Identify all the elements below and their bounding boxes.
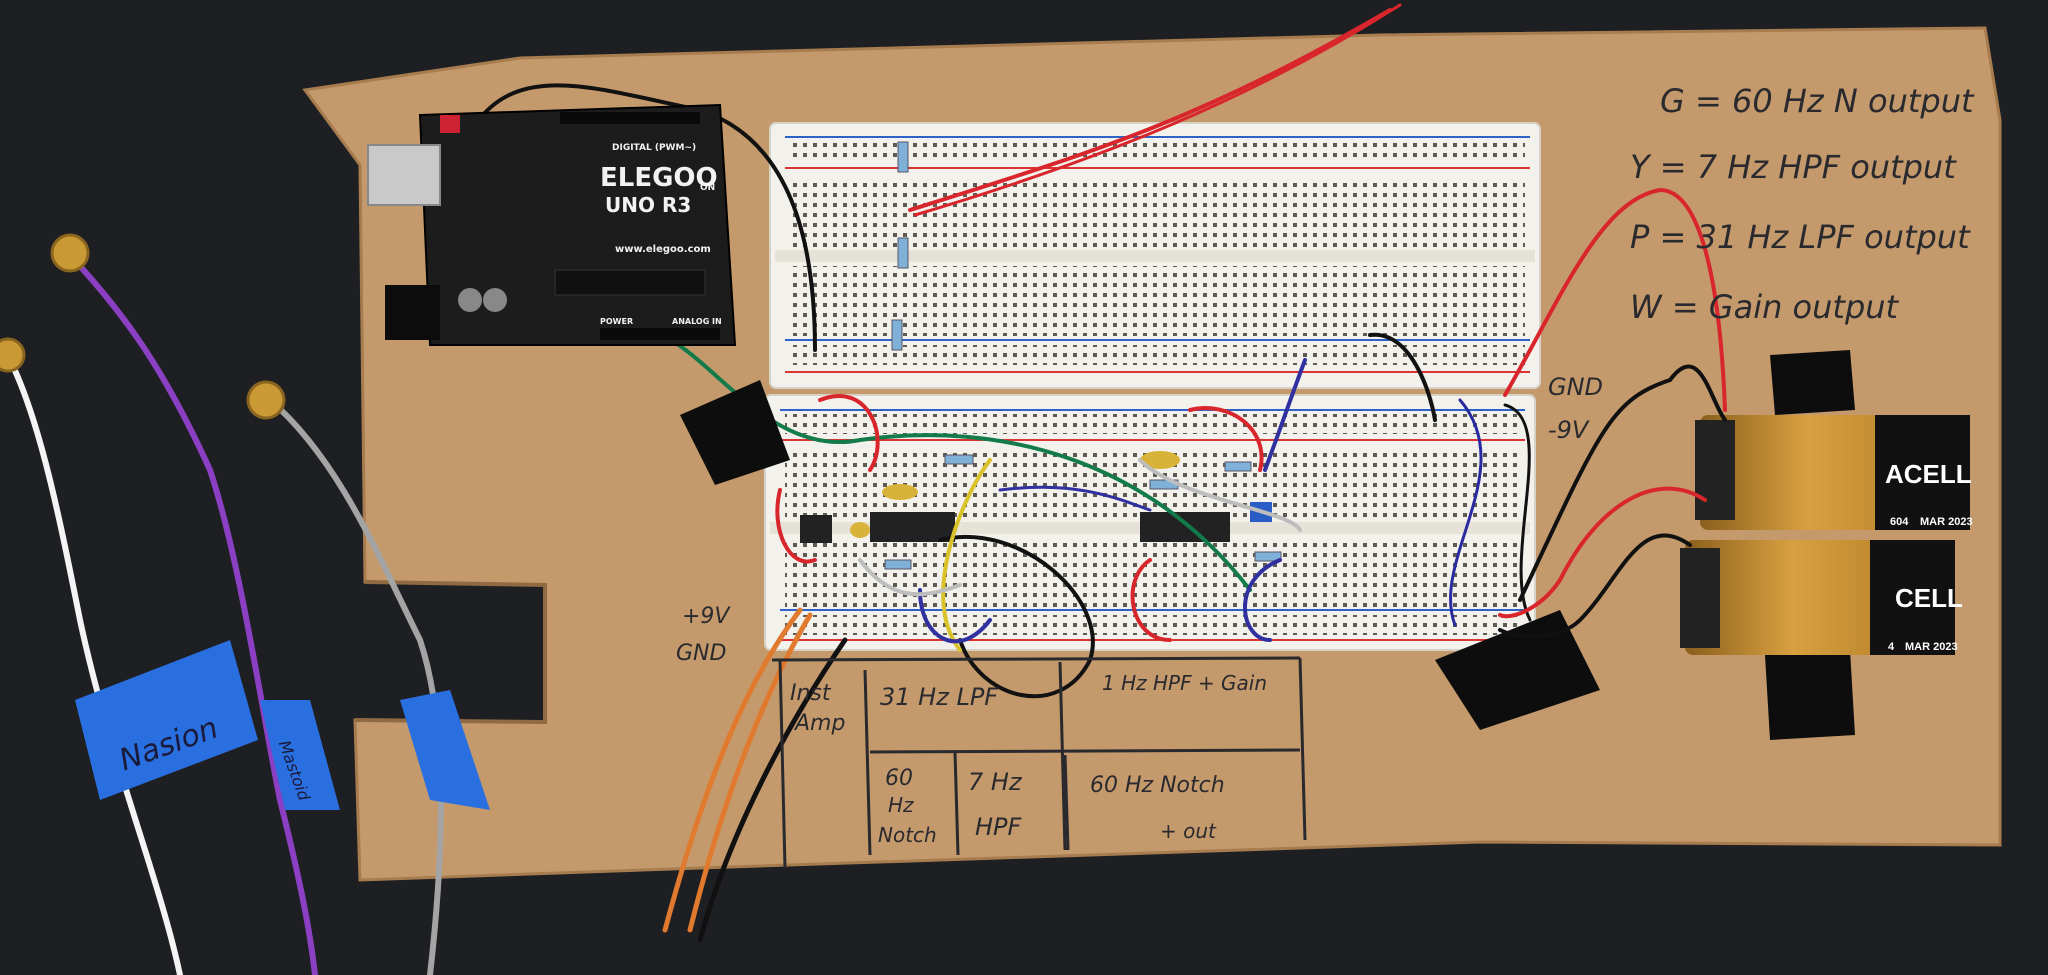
ic-chip-2 — [1140, 512, 1230, 542]
tape-mastoid: Mastoid — [260, 700, 340, 810]
arduino-header-analog: ANALOG IN — [672, 317, 722, 326]
table-inst-amp-2: Amp — [793, 711, 845, 736]
label-minus-9v: -9V — [1548, 416, 1590, 444]
table-hpf7-2: HPF — [975, 813, 1023, 841]
dc-power-jack — [385, 285, 440, 340]
black-tape-battery-top — [1770, 350, 1855, 415]
label-gnd-top: GND — [1548, 373, 1603, 401]
reset-button — [440, 115, 460, 133]
electrode-disc-2 — [50, 233, 90, 273]
capacitor-yellow-1 — [882, 484, 918, 500]
capacitor-yellow-3 — [850, 522, 870, 538]
table-notch-out-2: + out — [1160, 819, 1217, 843]
breadboard-top — [769, 122, 1541, 389]
table-notch60-1: 60 — [885, 766, 913, 791]
arduino-header-power: POWER — [600, 317, 633, 326]
arduino-url: www.elegoo.com — [615, 244, 711, 255]
usb-port — [367, 144, 441, 206]
table-notch60-3: Notch — [878, 823, 937, 847]
label-plus-9v: +9V — [682, 604, 731, 629]
electrode-disc-1 — [0, 337, 26, 373]
arduino-brand: ELEGOO — [600, 163, 718, 193]
legend-notes: G = 60 Hz N output Y = 7 Hz HPF output P… — [1630, 82, 1975, 326]
capacitor-yellow-2 — [1140, 451, 1180, 469]
battery-top: ACELL 604 MAR 2023 — [1695, 415, 1973, 530]
legend-line-g: G = 60 Hz N output — [1660, 82, 1975, 120]
battery-bottom-code: 4 — [1888, 641, 1895, 653]
battery-top-brand: ACELL — [1885, 459, 1972, 489]
arduino-board: ELEGOO UNO R3 www.elegoo.com DIGITAL (PW… — [367, 103, 737, 346]
table-hpf7-1: 7 Hz — [968, 768, 1023, 796]
atmega-chip — [554, 269, 706, 296]
battery-bottom-date: MAR 2023 — [1905, 641, 1958, 653]
table-hpf-gain: 1 Hz HPF + Gain — [1102, 671, 1267, 695]
black-tape-right — [1435, 610, 1600, 730]
electrode-leads — [7, 252, 444, 975]
table-lpf: 31 Hz LPF — [880, 683, 999, 711]
arduino-model: UNO R3 — [605, 193, 691, 217]
battery-bottom: CELL 4 MAR 2023 — [1680, 540, 1963, 655]
ic-chip-3 — [800, 515, 832, 543]
stage-table — [771, 656, 1307, 869]
legend-line-y: Y = 7 Hz HPF output — [1630, 148, 1957, 186]
table-inst-amp-1: Inst — [790, 681, 832, 706]
legend-line-w: W = Gain output — [1630, 288, 1900, 326]
table-notch-out-1: 60 Hz Notch — [1090, 773, 1225, 798]
ic-chip-1 — [870, 512, 955, 542]
black-tape-battery-bottom — [1765, 650, 1855, 740]
tape-third — [400, 690, 490, 810]
label-gnd-left: GND — [676, 641, 726, 666]
table-notch60-2: Hz — [888, 793, 914, 817]
battery-top-code: 604 — [1890, 516, 1909, 528]
arduino-label-on: ON — [700, 183, 715, 193]
arduino-header-digital: DIGITAL (PWM~) — [612, 143, 696, 153]
legend-line-p: P = 31 Hz LPF output — [1630, 218, 1971, 256]
battery-bottom-brand: CELL — [1895, 583, 1963, 613]
electrode-disc-3 — [246, 380, 286, 420]
battery-wires — [1498, 364, 1727, 639]
battery-top-date: MAR 2023 — [1920, 516, 1973, 528]
black-tape-left — [680, 380, 790, 485]
resistors — [884, 141, 1282, 570]
